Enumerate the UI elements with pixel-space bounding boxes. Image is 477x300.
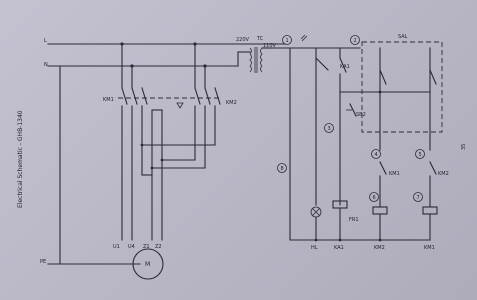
terminal-u1: U1	[113, 244, 120, 250]
ka1-coil-label: KA1	[334, 245, 344, 251]
km1-coil	[422, 206, 438, 215]
km2-interlock-label: KM2	[438, 171, 449, 177]
line-l-label: L	[44, 38, 47, 44]
km2-coil-label: KM2	[374, 245, 385, 251]
fr1-label: FR1	[349, 217, 359, 223]
fuse-icon	[300, 34, 308, 42]
line-n-label: N	[44, 62, 48, 68]
circle-5-number: 5	[419, 152, 422, 158]
motor-label: M	[145, 261, 150, 268]
interlock-triangle-icon	[176, 102, 184, 109]
control-bottom-wiring	[289, 207, 431, 242]
km2-label: KM2	[226, 100, 237, 106]
circle-4-number: 4	[375, 152, 378, 158]
sb2-button-symbol	[346, 103, 357, 117]
transformer-secondary-label: 110V	[263, 43, 277, 49]
page-number: 35	[461, 144, 467, 150]
control-branches	[315, 47, 437, 206]
sal-label: SAL	[398, 34, 408, 40]
circle-3	[324, 123, 334, 133]
circle-6	[369, 192, 379, 202]
circle-6-number: 6	[373, 195, 376, 201]
circle-8-number: 8	[281, 166, 284, 172]
km1-label: KM1	[103, 97, 114, 103]
ka1-contact-label: KA1	[340, 64, 350, 70]
circle-1-number: 1	[286, 38, 289, 44]
circle-8	[277, 163, 287, 173]
terminal-u4: U4	[128, 244, 135, 250]
side-title: Electrical Schematic - GHB-1340	[17, 110, 24, 208]
km2-coil	[372, 206, 388, 215]
circle-3-number: 3	[328, 126, 331, 132]
km2-interlock-contact	[429, 161, 437, 175]
circle-4	[371, 149, 381, 159]
circle-7-number: 7	[417, 195, 420, 201]
circle-2-number: 2	[354, 38, 357, 44]
sal-switch-box	[361, 41, 443, 133]
circle-7	[413, 192, 423, 202]
motor-symbol	[132, 248, 164, 280]
circle-2	[350, 35, 360, 45]
km1-power-contacts	[118, 87, 150, 241]
hl-label: HL	[311, 245, 318, 251]
motor-wiring	[140, 109, 216, 241]
transformer-primary-label: 220V	[236, 37, 250, 43]
terminal-z1: Z1	[143, 244, 150, 250]
km1-interlock-label: KM1	[389, 171, 400, 177]
km1-coil-label: KM1	[424, 245, 435, 251]
line-pe-label: PE	[40, 259, 46, 265]
transformer-name-label: TC	[256, 36, 264, 42]
km1-interlock-contact	[379, 161, 387, 175]
transformer-symbol	[237, 47, 273, 73]
power-drops	[120, 42, 207, 89]
km2-power-contacts	[150, 87, 222, 169]
circle-1	[282, 35, 292, 45]
circle-5	[415, 149, 425, 159]
terminal-z2: Z2	[155, 244, 162, 250]
sb2-label: SB2	[356, 112, 366, 118]
